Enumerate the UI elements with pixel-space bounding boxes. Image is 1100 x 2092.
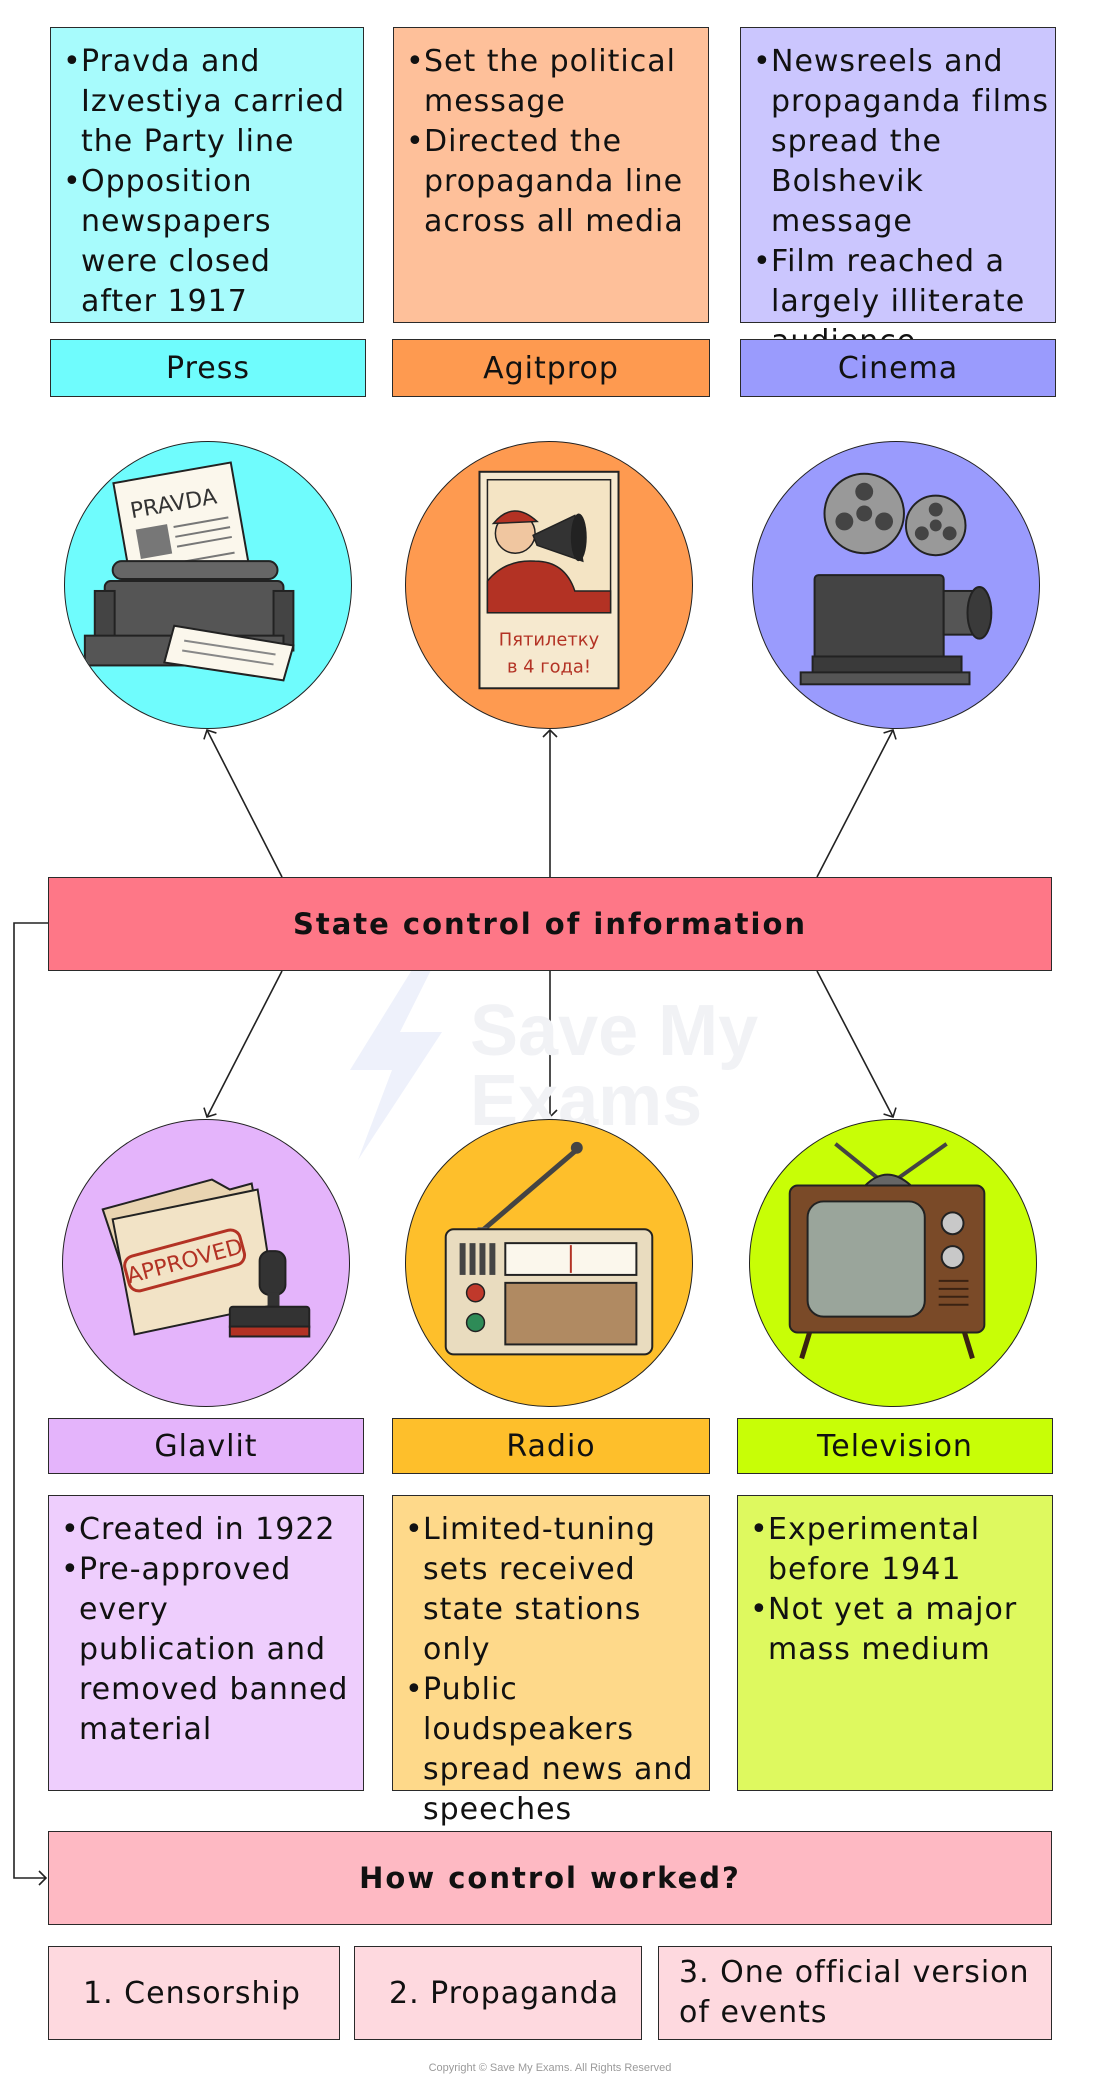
watermark-line1: Save My bbox=[470, 991, 758, 1071]
bullet-item: Public loudspeakers spread news and spee… bbox=[405, 1670, 701, 1830]
how-control-worked-box: How control worked? bbox=[48, 1831, 1052, 1925]
press-details: Pravda and Izvestiya carried the Party l… bbox=[50, 27, 364, 323]
method-propaganda: 2. Propaganda bbox=[354, 1946, 642, 2040]
method-censorship: 1. Censorship bbox=[48, 1946, 340, 2040]
bullet-item: Directed the propaganda line across all … bbox=[406, 122, 700, 242]
printing-press-illustration: PRAVDA bbox=[64, 441, 352, 729]
television-label: Television bbox=[737, 1418, 1053, 1474]
bullet-item: Created in 1922 bbox=[61, 1510, 355, 1550]
cinema-details: Newsreels and propaganda films spread th… bbox=[740, 27, 1056, 359]
television-details: Experimental before 1941 Not yet a major… bbox=[737, 1495, 1053, 1791]
glavlit-details: Created in 1922 Pre-approved every publi… bbox=[48, 1495, 364, 1791]
agitprop-poster-illustration: Пятилетку в 4 года! bbox=[405, 441, 693, 729]
glavlit-label: Glavlit bbox=[48, 1418, 364, 1474]
arrow-to-tv bbox=[816, 970, 897, 1119]
television-illustration bbox=[749, 1119, 1037, 1407]
bullet-item: Limited-tuning sets received state stati… bbox=[405, 1510, 701, 1670]
radio-illustration bbox=[405, 1119, 693, 1407]
agitprop-bullets: Set the political message Directed the p… bbox=[394, 28, 708, 242]
bullet-item: Pravda and Izvestiya carried the Party l… bbox=[63, 42, 355, 162]
television-bullets: Experimental before 1941 Not yet a major… bbox=[738, 1496, 1052, 1670]
bullet-item: Not yet a major mass medium bbox=[750, 1590, 1044, 1670]
press-label: Press bbox=[50, 339, 366, 397]
state-control-box: State control of information bbox=[48, 877, 1052, 971]
cinema-label: Cinema bbox=[740, 339, 1056, 397]
bullet-item: Experimental before 1941 bbox=[750, 1510, 1044, 1590]
radio-details: Limited-tuning sets received state stati… bbox=[392, 1495, 710, 1827]
arrow-to-how bbox=[13, 922, 48, 1886]
radio-label: Radio bbox=[392, 1418, 710, 1474]
arrow-to-cinema bbox=[816, 728, 897, 878]
approved-folder-illustration: APPROVED bbox=[62, 1119, 350, 1407]
radio-bullets: Limited-tuning sets received state stati… bbox=[393, 1496, 709, 1830]
method-official-version: 3. One official version of events bbox=[658, 1946, 1052, 2040]
press-bullets: Pravda and Izvestiya carried the Party l… bbox=[51, 28, 363, 322]
poster-text-1: Пятилетку bbox=[499, 630, 600, 651]
bullet-item: Opposition newspapers were closed after … bbox=[63, 162, 355, 322]
arrow-to-glavlit bbox=[203, 970, 283, 1119]
bullet-item: Newsreels and propaganda films spread th… bbox=[753, 42, 1055, 242]
glavlit-bullets: Created in 1922 Pre-approved every publi… bbox=[49, 1496, 363, 1750]
poster-text-2: в 4 года! bbox=[507, 656, 591, 677]
cinema-bullets: Newsreels and propaganda films spread th… bbox=[741, 28, 1055, 362]
arrow-to-press bbox=[203, 728, 283, 878]
agitprop-details: Set the political message Directed the p… bbox=[393, 27, 709, 323]
agitprop-label: Agitprop bbox=[392, 339, 710, 397]
bullet-item: Set the political message bbox=[406, 42, 700, 122]
bullet-item: Pre-approved every publication and remov… bbox=[61, 1550, 355, 1750]
film-projector-illustration bbox=[752, 441, 1040, 729]
copyright-notice: Copyright © Save My Exams. All Rights Re… bbox=[428, 2062, 672, 2074]
